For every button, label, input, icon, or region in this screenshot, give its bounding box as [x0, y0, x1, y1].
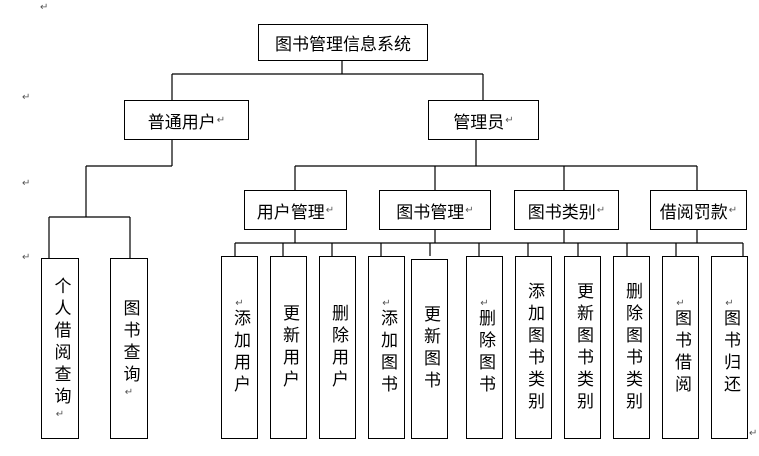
leaf-book-return-label: 图书归还	[720, 309, 740, 397]
leaf-book-return: ↵ 图书归还	[711, 256, 748, 439]
node-admin-label: 管理员	[453, 112, 505, 133]
paragraph-mark: ↵	[124, 387, 134, 398]
leaf-delete-user: 删除用户	[319, 256, 356, 439]
paragraph-mark: ↵	[216, 114, 226, 126]
leaf-delete-book-label: 删除图书	[475, 309, 495, 397]
node-personal-borrow-query: 个人借阅查询↵	[41, 258, 79, 439]
leaf-update-book-category-label: 更新图书类别	[573, 281, 593, 414]
leaf-book-borrow-label: 图书借阅	[671, 309, 691, 397]
leaf-delete-book-category: 删除图书类别	[613, 256, 650, 439]
leaf-update-user-label: 更新用户	[279, 303, 299, 392]
node-user-management-label: 用户管理	[256, 202, 325, 223]
leaf-add-user-label: 添加用户	[230, 309, 250, 397]
node-borrow-fine-label: 借阅罚款	[659, 202, 728, 223]
paragraph-mark: ↵	[725, 298, 734, 309]
leaf-add-book: ↵ 添加图书	[368, 256, 405, 439]
paragraph-mark: ↵	[40, 2, 49, 13]
paragraph-mark: ↵	[235, 298, 244, 309]
paragraph-mark: ↵	[325, 204, 335, 216]
leaf-update-user: 更新用户	[270, 256, 307, 439]
node-personal-borrow-query-label: 个人借阅查询	[50, 277, 71, 409]
leaf-add-book-category: 添加图书类别	[515, 256, 552, 439]
leaf-update-book-category: 更新图书类别	[564, 256, 601, 439]
node-user-management: 用户管理↵	[244, 190, 347, 230]
paragraph-mark: ↵	[596, 204, 606, 216]
root-node: 图书管理信息系统	[258, 24, 428, 61]
paragraph-mark: ↵	[55, 409, 65, 420]
paragraph-mark: ↵	[728, 204, 738, 216]
paragraph-mark: ↵	[22, 178, 31, 189]
paragraph-mark: ↵	[22, 252, 31, 263]
paragraph-mark: ↵	[465, 204, 474, 216]
leaf-add-book-label: 添加图书	[377, 309, 397, 397]
node-admin: 管理员↵	[428, 100, 539, 140]
paragraph-mark: ↵	[749, 428, 758, 439]
leaf-add-book-category-label: 添加图书类别	[524, 281, 544, 414]
leaf-update-book-label: 更新图书	[420, 305, 440, 393]
paragraph-mark: ↵	[676, 298, 685, 309]
leaf-add-user: ↵ 添加用户	[221, 256, 258, 439]
node-book-query: 图书查询↵	[110, 258, 148, 439]
leaf-update-book: 更新图书	[411, 259, 448, 439]
leaf-delete-book-category-label: 删除图书类别	[622, 281, 642, 414]
node-book-management-label: 图书管理	[396, 202, 465, 223]
paragraph-mark: ↵	[480, 298, 489, 309]
node-book-management: 图书管理↵	[379, 190, 491, 230]
leaf-delete-user-label: 删除用户	[328, 303, 348, 392]
leaf-delete-book: ↵ 删除图书	[466, 256, 503, 439]
node-borrow-fine: 借阅罚款↵	[650, 190, 747, 230]
paragraph-mark: ↵	[382, 298, 391, 309]
node-regular-user-label: 普通用户	[147, 112, 216, 133]
leaf-book-borrow: ↵ 图书借阅	[662, 256, 699, 439]
paragraph-mark: ↵	[505, 114, 514, 126]
node-book-category-label: 图书类别	[527, 202, 596, 223]
root-node-label: 图书管理信息系统	[275, 35, 411, 55]
paragraph-mark: ↵	[22, 92, 31, 103]
node-book-category: 图书类别↵	[514, 190, 619, 230]
node-regular-user: 普通用户↵	[124, 100, 249, 140]
node-book-query-label: 图书查询	[119, 299, 140, 387]
